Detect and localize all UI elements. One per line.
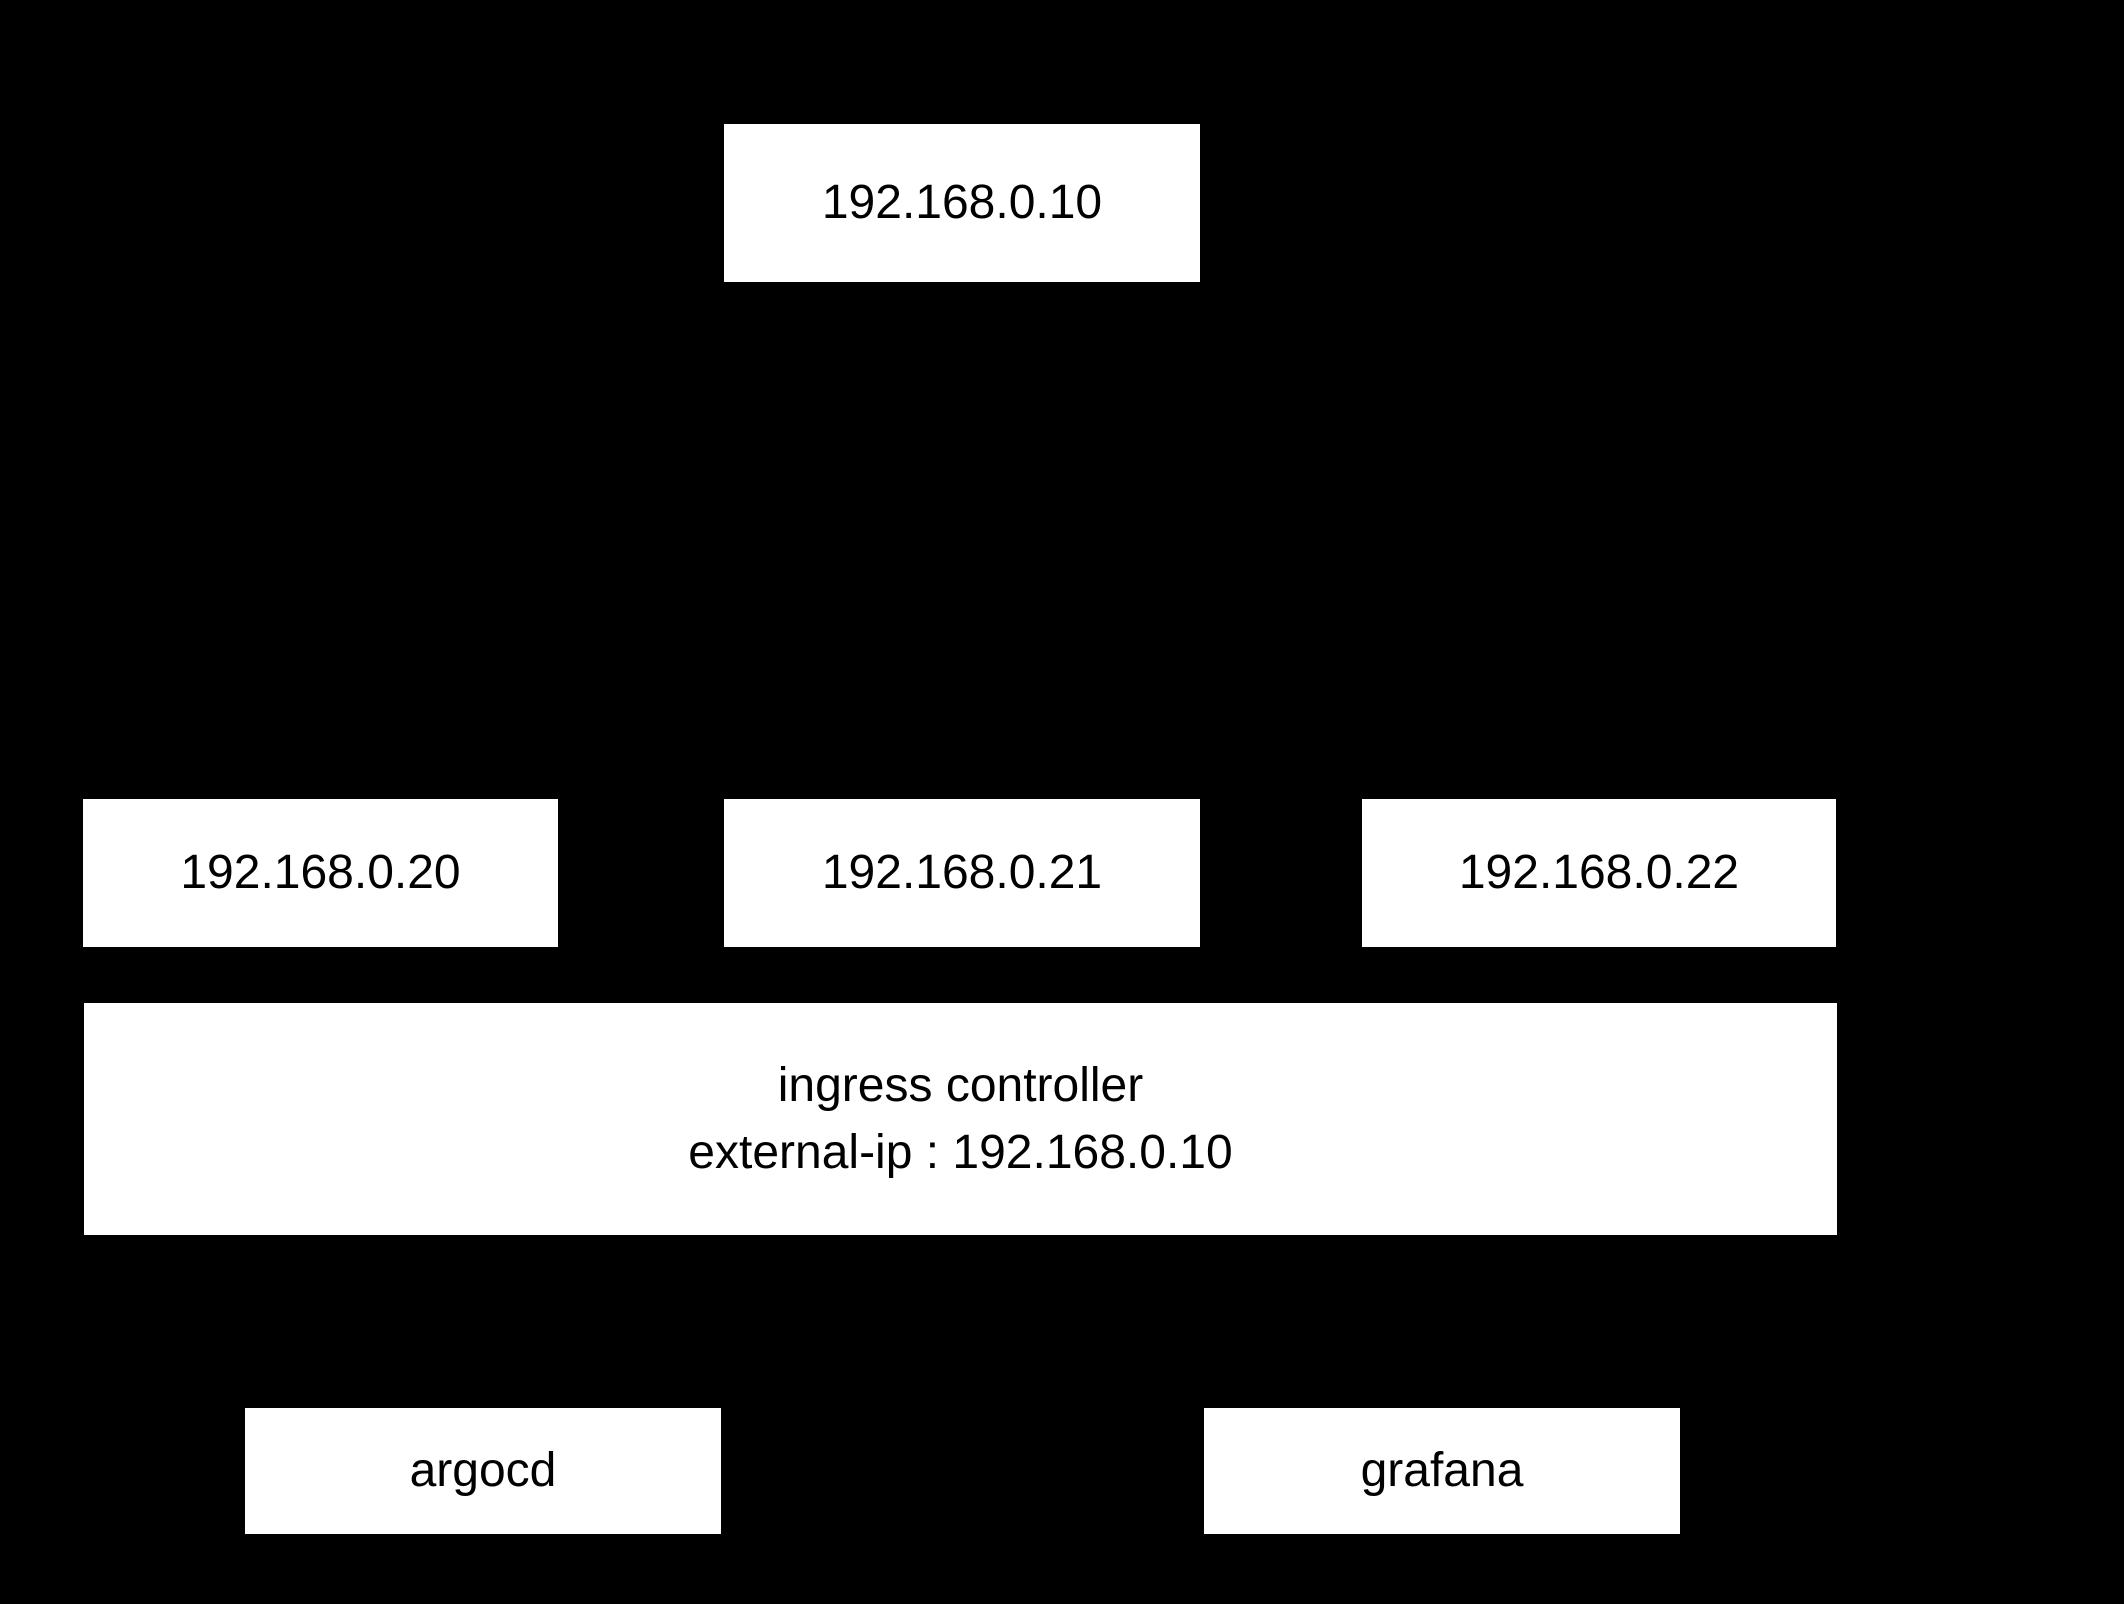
ingress-controller-title: ingress controller bbox=[777, 1058, 1144, 1112]
argocd-node-label: argocd bbox=[409, 1444, 557, 1498]
external-ip-node-label: 192.168.0.10 bbox=[821, 176, 1103, 230]
cluster-node-22-label: 192.168.0.22 bbox=[1458, 846, 1740, 900]
external-ip-node: 192.168.0.10 bbox=[724, 124, 1200, 282]
ingress-controller-node: ingress controller external-ip : 192.168… bbox=[84, 1003, 1837, 1235]
cluster-node-20: 192.168.0.20 bbox=[83, 799, 558, 947]
cluster-node-21-label: 192.168.0.21 bbox=[821, 846, 1103, 900]
ingress-controller-external-ip: external-ip : 192.168.0.10 bbox=[688, 1126, 1233, 1179]
cluster-node-20-label: 192.168.0.20 bbox=[180, 846, 461, 900]
cluster-node-22: 192.168.0.22 bbox=[1362, 799, 1836, 947]
grafana-node-label: grafana bbox=[1360, 1444, 1524, 1498]
cluster-node-21: 192.168.0.21 bbox=[724, 799, 1200, 947]
argocd-node: argocd bbox=[245, 1408, 721, 1534]
grafana-node: grafana bbox=[1204, 1408, 1680, 1534]
